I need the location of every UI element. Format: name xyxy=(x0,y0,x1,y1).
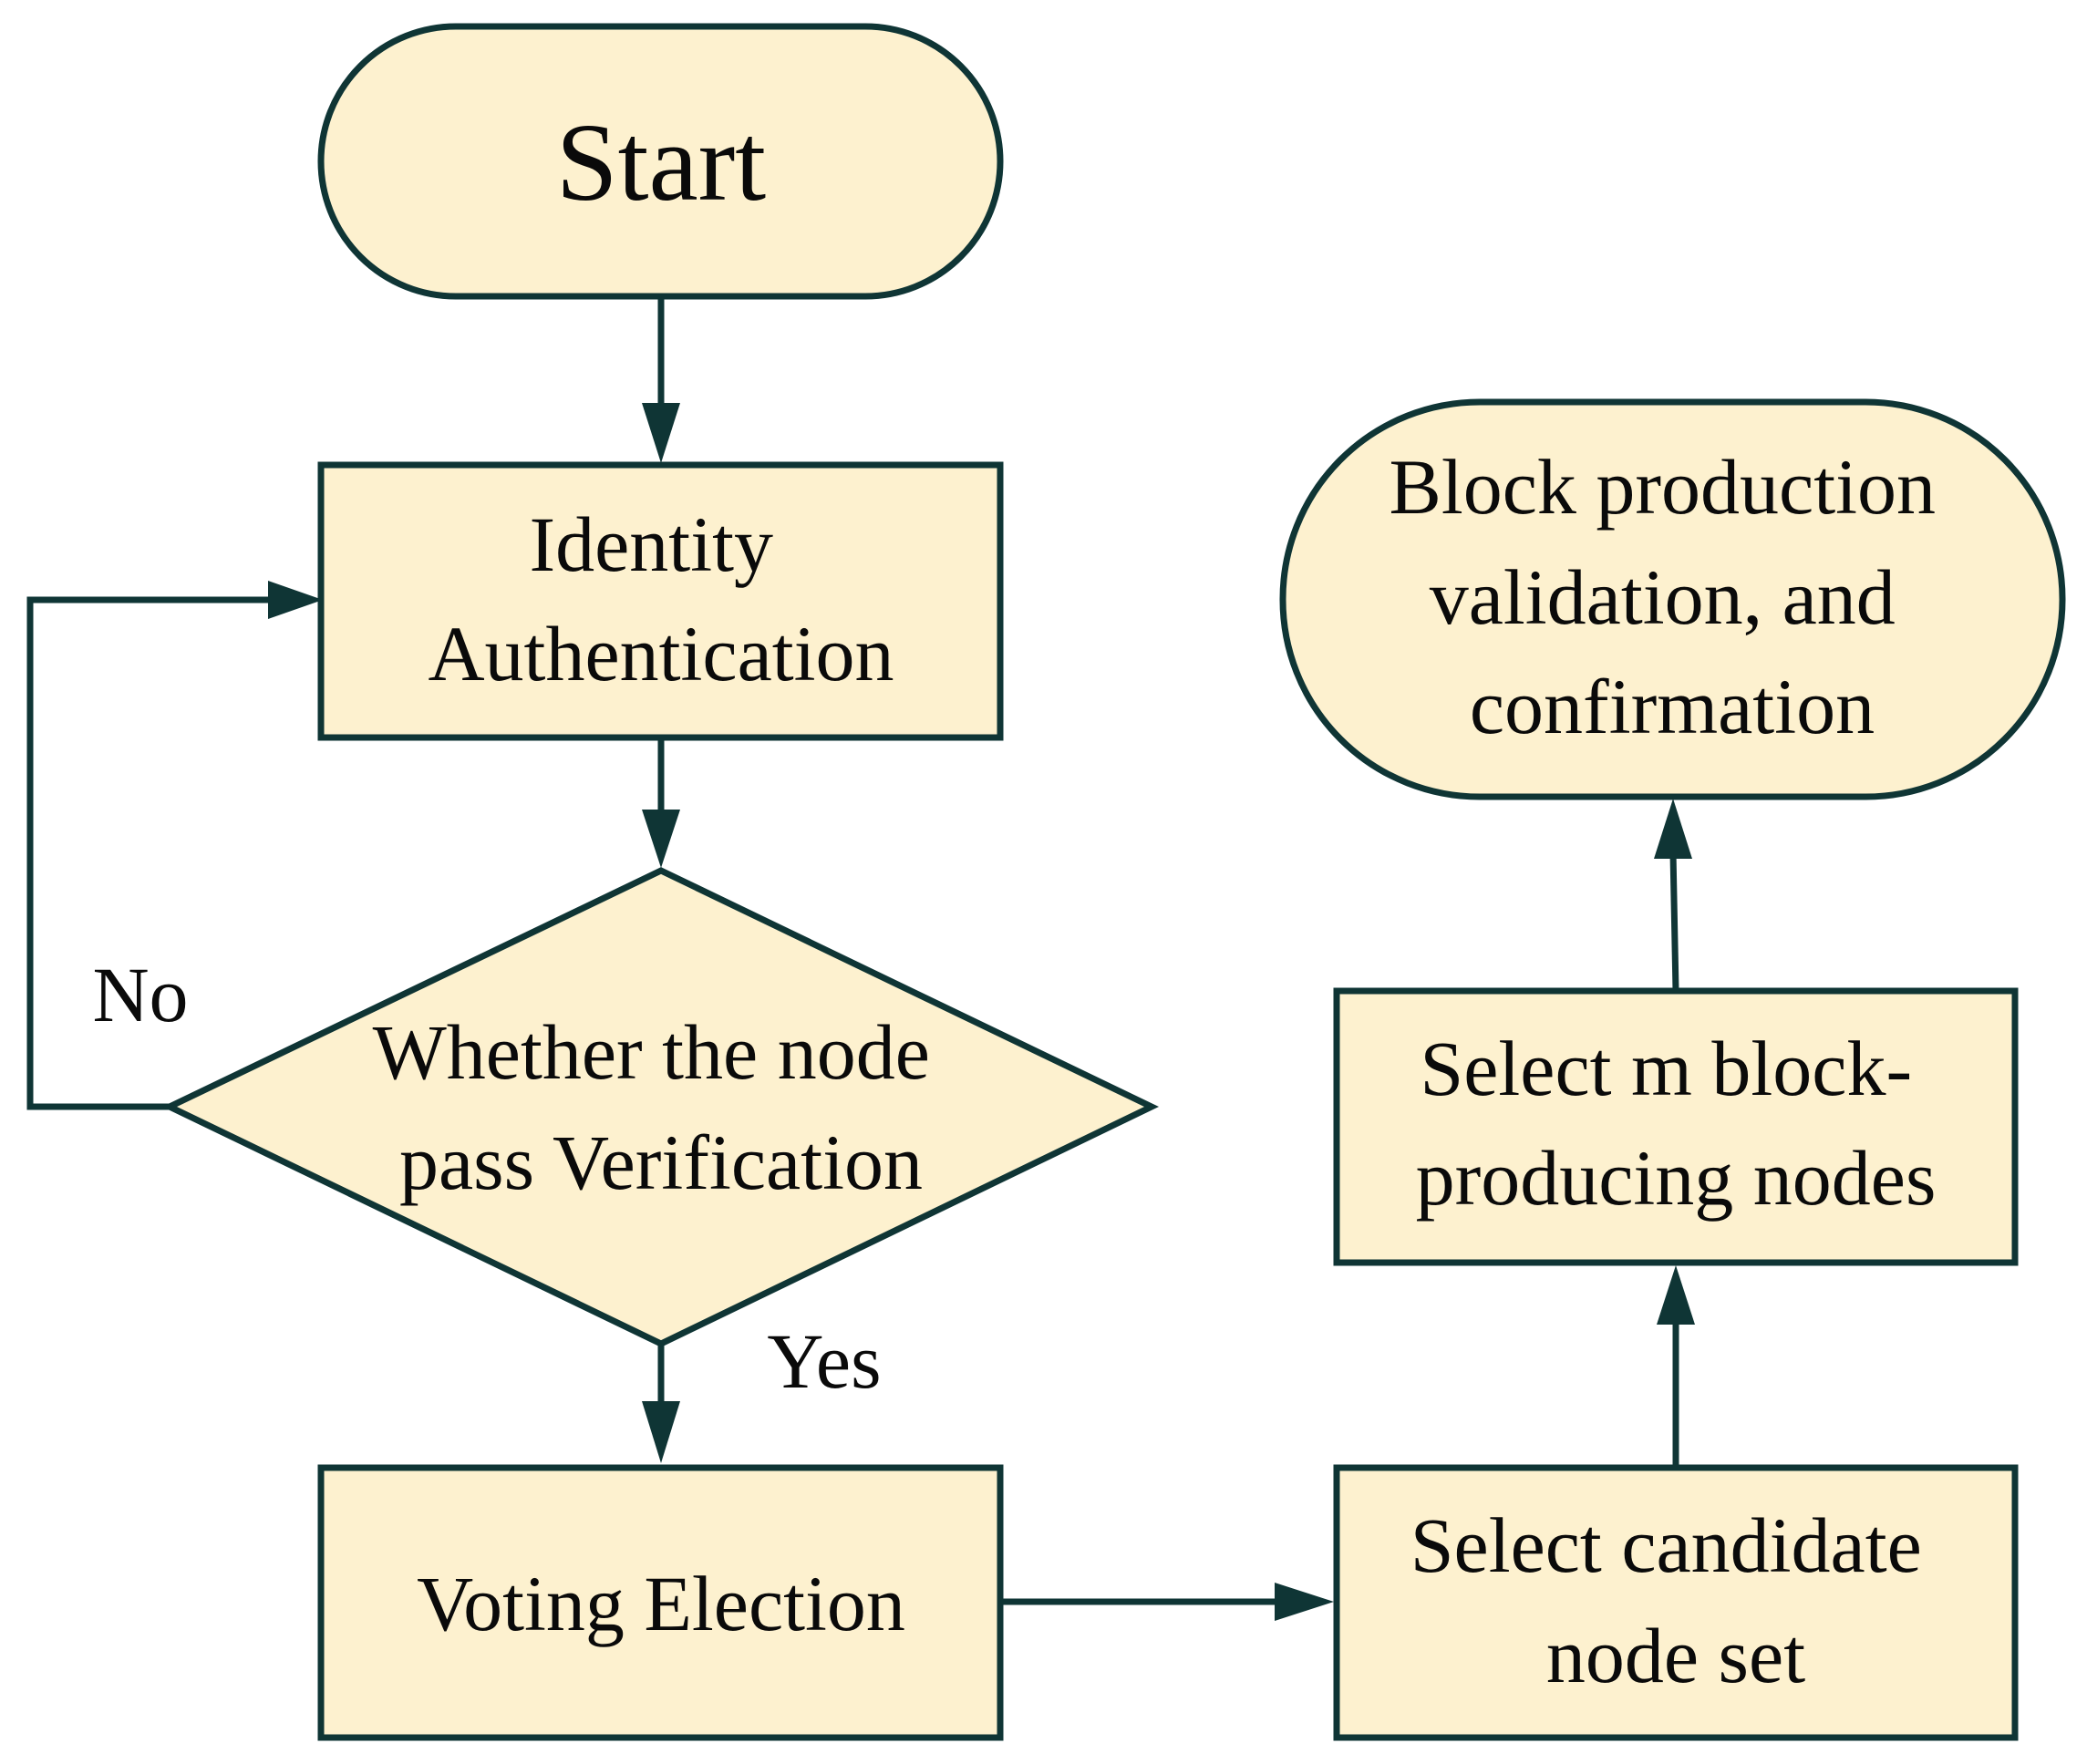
identity-process-shape xyxy=(317,461,1004,741)
identity-label-line-2: Authentication xyxy=(428,610,894,697)
candidate-label-line-1: Select candidate xyxy=(1410,1501,1922,1589)
edge-decision-to-identity-loop xyxy=(26,596,274,1110)
arrowhead-identity-left xyxy=(268,581,323,619)
decision-label-line-1: Whether the node xyxy=(373,1008,930,1096)
decision-diamond-shape xyxy=(161,867,1160,1347)
identity-label-line-1: Identity xyxy=(530,500,774,588)
start-label-line-1: Start xyxy=(556,101,767,224)
node-select-candidate: Select candidate node set xyxy=(1333,1464,2019,1741)
block-label-line-2: validation, and xyxy=(1430,553,1896,641)
node-block-production: Block production validation, and confirm… xyxy=(1279,398,2066,800)
block-label-line-3: confirmation xyxy=(1470,663,1875,750)
node-start: Start xyxy=(317,23,1004,300)
node-identity-authentication: Identity Authentication xyxy=(317,461,1004,741)
candidate-label-line-2: node set xyxy=(1546,1612,1805,1699)
select-m-label-line-1: Select m block- xyxy=(1420,1025,1912,1112)
identity-label: Identity Authentication xyxy=(428,500,894,697)
select-m-process-shape xyxy=(1333,987,2019,1266)
select-m-label: Select m block- producing nodes xyxy=(1416,1025,1937,1222)
start-label: Start xyxy=(556,101,767,224)
candidate-process-shape xyxy=(1333,1464,2019,1741)
node-decision: Whether the node pass Verification xyxy=(161,867,1160,1347)
connectors xyxy=(26,296,1695,1621)
node-voting-election: Voting Election xyxy=(317,1464,1004,1741)
start-terminator-shape xyxy=(317,23,1004,300)
arrowhead-decision-top xyxy=(642,810,680,868)
decision-label: Whether the node pass Verification xyxy=(373,1008,950,1206)
arrowhead-identity-top xyxy=(642,403,680,463)
select-m-label-line-2: producing nodes xyxy=(1416,1134,1937,1222)
block-terminator-shape xyxy=(1279,398,2066,800)
node-select-m-producers: Select m block- producing nodes xyxy=(1333,987,2019,1266)
arrowhead-voting-top xyxy=(642,1401,680,1463)
edge-label-yes: Yes xyxy=(767,1317,881,1405)
voting-label: Voting Election xyxy=(417,1560,905,1647)
block-label-line-1: Block production xyxy=(1389,443,1936,531)
edge-label-no: No xyxy=(92,951,188,1038)
arrowhead-select-m-bottom xyxy=(1657,1265,1695,1325)
arrowhead-block-bottom xyxy=(1654,799,1692,859)
voting-label-line-1: Voting Election xyxy=(417,1560,905,1647)
arrowhead-candidate-left xyxy=(1275,1583,1334,1621)
voting-process-shape xyxy=(317,1464,1004,1741)
candidate-label: Select candidate node set xyxy=(1410,1501,1942,1699)
decision-label-line-2: pass Verification xyxy=(399,1119,923,1206)
block-label: Block production validation, and confirm… xyxy=(1389,443,1955,750)
edge-select-m-to-block xyxy=(1669,851,1679,992)
